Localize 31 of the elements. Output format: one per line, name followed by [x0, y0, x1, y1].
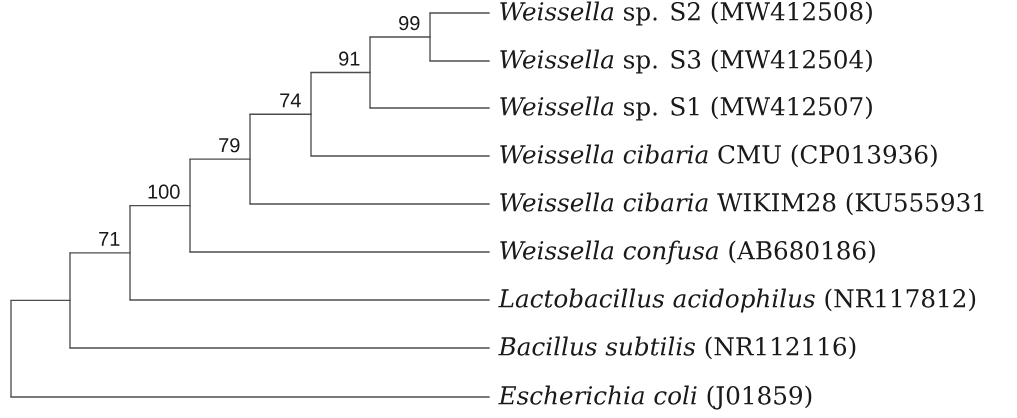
taxon-label: Weissella sp. S2 (MW412508) [500, 1, 872, 26]
taxon-label: Weissella cibaria WIKIM28 (KU555931 [500, 192, 984, 216]
taxon-label: Weissella confusa (AB680186) [500, 240, 875, 265]
horizontal-branch [10, 299, 71, 302]
horizontal-branch [429, 12, 490, 14]
horizontal-branch [189, 251, 490, 253]
edge-label: 74 [277, 92, 303, 109]
horizontal-branch [369, 107, 490, 109]
taxon-label: Weissella sp. S1 (MW412507) [500, 96, 872, 121]
taxon-label: Weissella sp. S3 (MW412504) [500, 49, 872, 74]
taxon-label: Bacillus subtilis (NR112116) [498, 336, 856, 360]
horizontal-branch [249, 203, 490, 205]
taxon-label: Weissella cibaria CMU (CP013936) [500, 144, 937, 168]
horizontal-branch [310, 155, 490, 157]
horizontal-branch [129, 299, 490, 301]
horizontal-branch [129, 204, 191, 207]
horizontal-branch [69, 252, 131, 254]
horizontal-branch [310, 71, 371, 74]
edge-label: 100 [145, 183, 182, 201]
horizontal-branch [369, 36, 431, 38]
horizontal-branch [189, 158, 251, 160]
horizontal-branch [249, 113, 312, 115]
edge-label: 91 [336, 50, 362, 68]
edge-label: 79 [216, 136, 242, 154]
edge-label: 99 [396, 14, 422, 32]
edge-label: 71 [96, 230, 122, 248]
taxon-label: Escherichia coli (J01859) [498, 385, 812, 410]
taxon-label: Lactobacillus acidophilus (NR117812) [498, 288, 976, 313]
horizontal-branch [10, 396, 490, 398]
horizontal-branch [69, 347, 490, 349]
horizontal-branch [429, 60, 490, 62]
